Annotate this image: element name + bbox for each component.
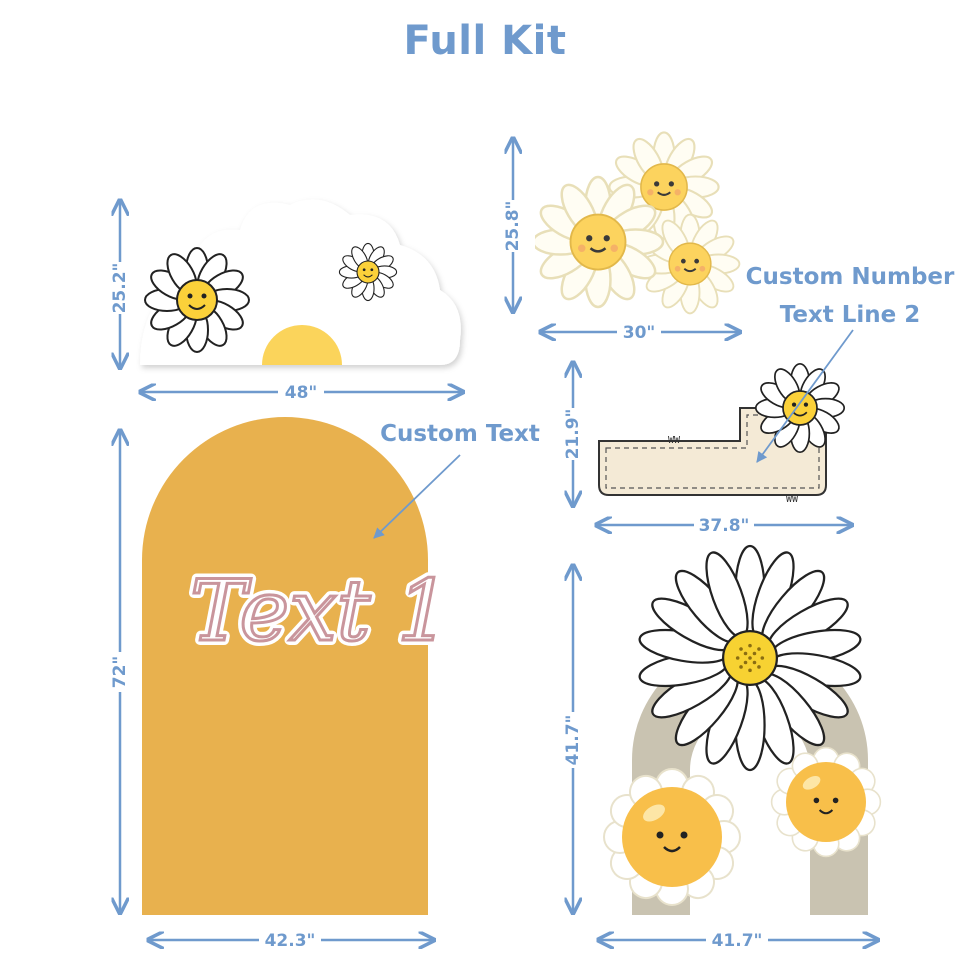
dim-label-sign-height: 21.9" bbox=[563, 409, 583, 460]
callout-custom-number: Custom Number bbox=[746, 264, 955, 290]
dim-label-daisy-cloud-width: 48" bbox=[285, 383, 318, 403]
dim-label-daisy-arch-width: 41.7" bbox=[712, 931, 763, 951]
dim-label-sign-width: 37.8" bbox=[699, 516, 750, 536]
flower-cluster-piece bbox=[531, 131, 741, 315]
daisy-arch-piece bbox=[602, 544, 882, 915]
dim-label-main-arch-width: 42.3" bbox=[265, 931, 316, 951]
dim-label-cluster-width: 30" bbox=[623, 323, 656, 343]
callout-text-line-2: Text Line 2 bbox=[780, 302, 921, 328]
dim-label-main-arch-height: 72" bbox=[110, 656, 130, 689]
daisy-cloud-piece bbox=[140, 199, 461, 365]
dim-label-daisy-cloud-height: 25.2" bbox=[110, 263, 130, 314]
page-title: Full Kit bbox=[403, 18, 567, 64]
neon-text: Text 1 bbox=[190, 562, 451, 660]
dim-label-daisy-arch-height: 41.7" bbox=[563, 715, 583, 766]
dim-label-cluster-height: 25.8" bbox=[503, 201, 523, 252]
svg-text:WW: WW bbox=[786, 494, 799, 505]
number-sign-piece: WW WW bbox=[598, 362, 846, 505]
neon-text-outline: Text 1 bbox=[190, 562, 451, 660]
main-arch-piece: Text 1 Text 1 bbox=[142, 417, 456, 915]
callout-custom-text: Custom Text bbox=[380, 421, 540, 447]
svg-text:WW: WW bbox=[668, 435, 681, 446]
